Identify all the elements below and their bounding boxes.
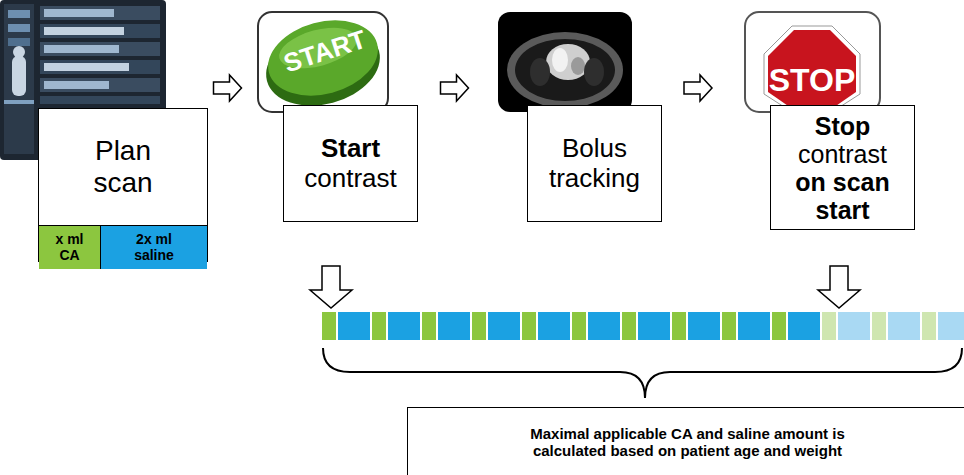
start-button-picture <box>257 9 389 118</box>
sign-label: STOP <box>762 62 862 99</box>
contrast-segment <box>522 312 536 340</box>
saline-segment <box>888 312 920 340</box>
saline-segment <box>788 312 820 340</box>
box-text: Start contrast <box>290 134 411 192</box>
saline-segment <box>738 312 770 340</box>
stop-sign-picture <box>745 12 880 112</box>
contrast-segment <box>422 312 436 340</box>
flow-arrow <box>684 75 712 101</box>
word: Start <box>321 133 380 163</box>
brace <box>323 348 962 398</box>
saline-segment <box>638 312 670 340</box>
word: scan <box>833 168 890 196</box>
ct-image <box>498 12 632 112</box>
saline-segment <box>688 312 720 340</box>
button-label: START <box>273 21 378 81</box>
contrast-segment <box>472 312 486 340</box>
cell-text: x ml CA <box>49 232 90 263</box>
saline-cell: 2x ml saline <box>101 225 207 269</box>
note-box: Maximal applicable CA and saline amount … <box>407 407 964 475</box>
cell-text: 2x ml saline <box>123 232 185 263</box>
process-box: Plan scan x ml CA 2x ml saline <box>38 108 208 262</box>
down-arrow <box>310 266 352 308</box>
box-text: Stop contrast on scan start <box>783 112 902 224</box>
contrast-cell: x ml CA <box>39 225 101 269</box>
contrast-segment <box>822 312 836 340</box>
flow-arrow <box>214 75 242 101</box>
box-text: Plan scan <box>39 109 207 224</box>
saline-segment <box>438 312 470 340</box>
word: Stop <box>815 112 871 140</box>
saline-segment <box>838 312 870 340</box>
saline-segment <box>538 312 570 340</box>
contrast-segment <box>922 312 936 340</box>
flow-arrow <box>441 75 469 101</box>
down-arrow <box>818 266 860 308</box>
saline-segment <box>588 312 620 340</box>
injection-bar <box>322 312 964 340</box>
saline-segment <box>938 312 964 340</box>
contrast-segment <box>622 312 636 340</box>
process-box: Start contrast <box>283 105 418 222</box>
contrast-segment <box>572 312 586 340</box>
saline-segment <box>338 312 370 340</box>
word: on <box>795 168 826 196</box>
box-text: Bolus tracking <box>534 134 655 192</box>
process-box: Bolus tracking <box>527 105 662 222</box>
process-box: Stop contrast on scan start <box>770 105 915 230</box>
box-text: Maximal applicable CA and saline amount … <box>493 426 882 460</box>
contrast-segment <box>722 312 736 340</box>
contrast-segment <box>372 312 386 340</box>
word: contrast <box>304 163 397 193</box>
contrast-segment <box>322 312 336 340</box>
saline-segment <box>488 312 520 340</box>
contrast-segment <box>672 312 686 340</box>
word: contrast <box>798 140 887 168</box>
contrast-segment <box>872 312 886 340</box>
saline-segment <box>388 312 420 340</box>
contrast-segment <box>772 312 786 340</box>
word: start <box>815 196 869 224</box>
